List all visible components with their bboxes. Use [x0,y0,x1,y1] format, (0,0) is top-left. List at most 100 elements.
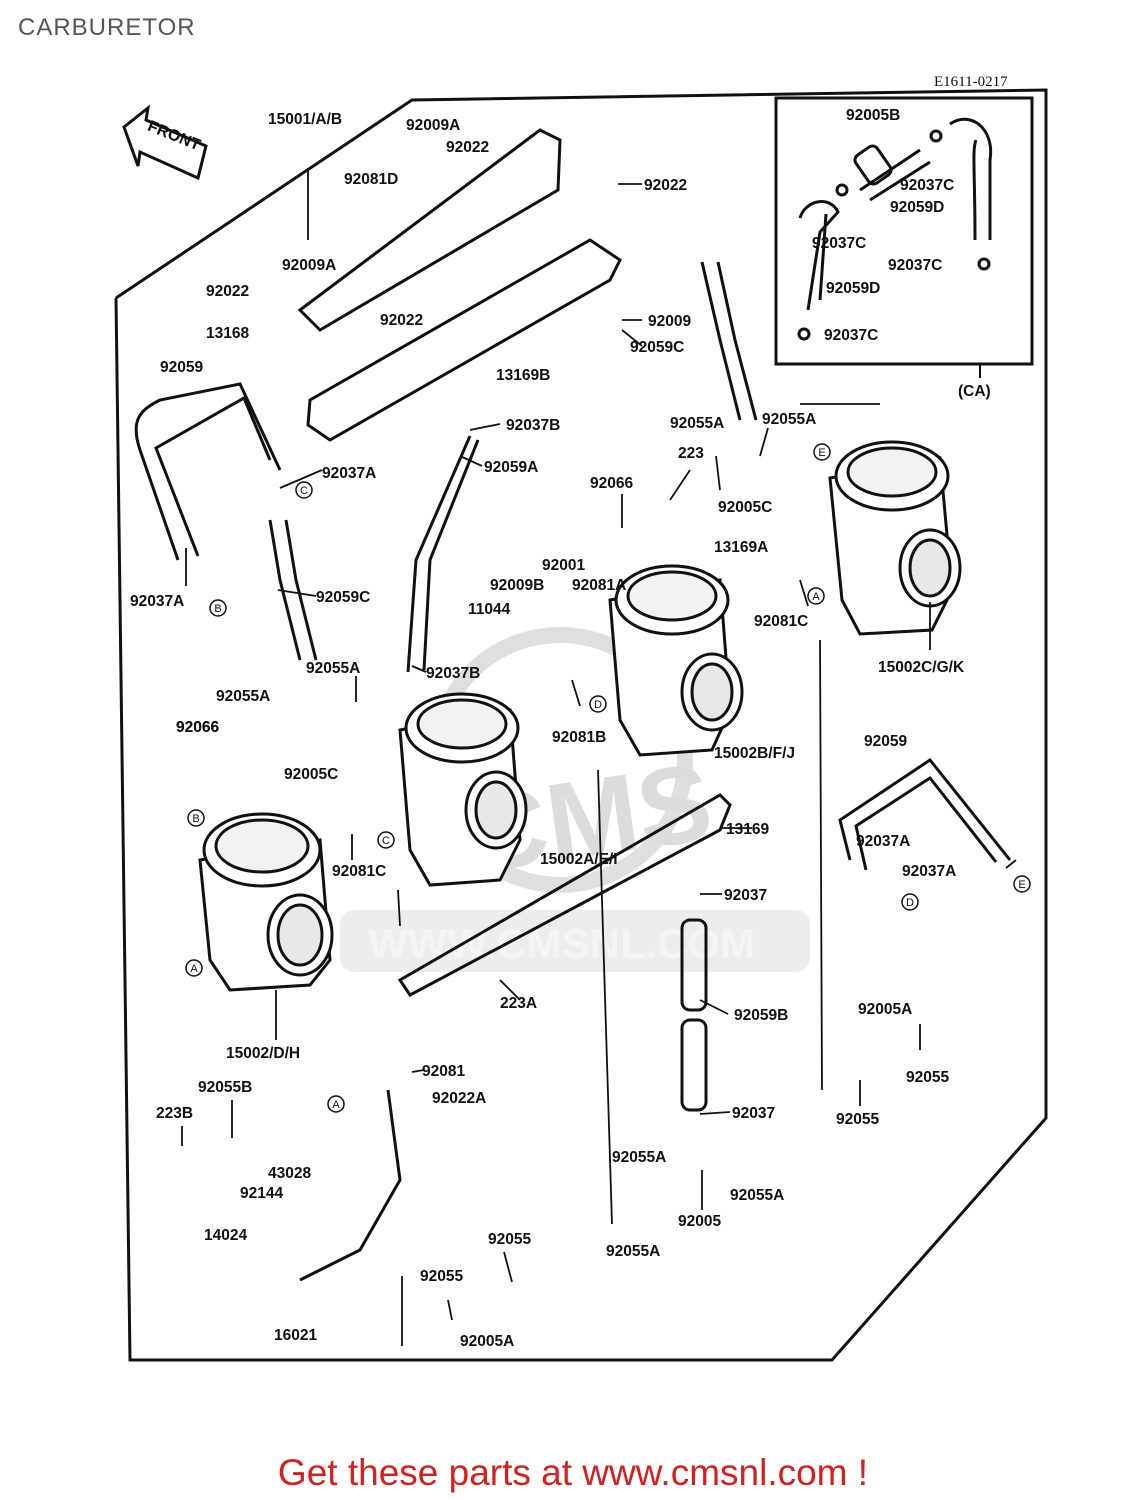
circle-marker-letter: A [812,591,820,603]
part-label: 92055A [612,1149,666,1166]
circle-marker: A [185,959,203,977]
part-label: 92055 [488,1231,531,1248]
circle-marker-letter: C [382,835,390,847]
inset-box [774,96,1034,366]
part-label: 92022A [432,1090,486,1107]
circle-marker-letter: B [192,813,199,825]
part-label: 14024 [204,1227,247,1244]
part-label: 43028 [268,1165,311,1182]
part-label: 92066 [176,719,219,736]
watermark: CMS WWW.CMSNL.COM [340,627,810,972]
cmsnl-parts-link[interactable]: Get these parts at www.cmsnl.com ! [277,1452,869,1493]
leader-lines [181,168,1017,1346]
mounting-brackets [297,128,732,997]
inset-label: (CA) [958,383,991,400]
part-label: 223B [156,1105,193,1122]
part-label: 92055A [306,660,360,677]
part-label: 11044 [468,601,511,618]
circle-marker: B [187,809,205,827]
page-title: CARBURETOR [18,14,196,41]
part-label: 92055A [670,415,724,432]
exploded-parts-diagram: CMS WWW.CMSNL.COM (CA) FRONT [114,88,1048,1362]
diagram-frame [114,88,1048,1362]
part-label: 92055A [216,688,270,705]
part-label: 92081C [754,613,808,630]
part-label: 92081B [552,729,606,746]
part-label: 92005A [460,1333,514,1350]
part-label: 92059D [890,199,944,216]
watermark-url: WWW.CMSNL.COM [368,920,755,967]
circle-marker-letter: A [190,963,198,975]
part-label: 92037 [732,1105,775,1122]
circle-marker-letter: A [332,1099,340,1111]
circle-marker: D [589,695,607,713]
part-label: 15002A/E/I [540,851,618,868]
part-label: 92022 [206,283,249,300]
part-label: 92022 [380,312,423,329]
part-label: 92081D [344,171,398,188]
part-label: 15001/A/B [268,111,342,128]
part-label: 92055 [420,1268,463,1285]
circle-marker-letter: D [906,897,914,909]
carburetor-4 [828,440,962,636]
part-label: 92081A [572,577,626,594]
part-label: 223 [678,445,704,462]
part-label: 16021 [274,1327,317,1344]
part-label: 15002/D/H [226,1045,300,1062]
part-label: 92005B [846,107,900,124]
part-label: 92066 [590,475,633,492]
hoses [134,261,1012,1282]
part-label: 92144 [240,1185,283,1202]
circle-marker: A [327,1095,345,1113]
part-label: 92037C [900,177,954,194]
part-label: 92055A [762,411,816,428]
diagram-code: E1611-0217 [934,74,1008,90]
part-label: 13168 [206,325,249,342]
part-label: 92022 [446,139,489,156]
part-label: 92059 [864,733,907,750]
part-label: 15002B/F/J [714,745,795,762]
part-label: 92059C [316,589,370,606]
part-label: 92005A [858,1001,912,1018]
part-label: 92055A [730,1187,784,1204]
carburetor-3 [608,564,744,757]
part-label: 92059A [484,459,538,476]
circle-marker: C [377,831,395,849]
part-label: 92066 [176,719,219,736]
part-label: 92037C [824,327,878,344]
circle-marker-letter: C [300,485,308,497]
part-label: 92081 [422,1063,465,1080]
part-label: 92037C [888,257,942,274]
part-label: 92055A [606,1243,660,1260]
part-label: 13169B [496,367,550,384]
circle-marker-letter: E [818,447,825,459]
part-label: 92037A [322,465,376,482]
part-label: 92037B [426,665,480,682]
part-label: 92005C [718,499,772,516]
part-label: 92037B [506,417,560,434]
circle-marker: E [813,443,831,461]
circle-marker-letter: B [214,603,221,615]
part-label: 92009A [406,117,460,134]
part-label: 92037C [812,235,866,252]
carburetor-2 [398,692,528,887]
part-label: 92055 [906,1069,949,1086]
part-label: 92081C [332,863,386,880]
part-label: 92005C [284,766,338,783]
part-label: 92005 [678,1213,721,1230]
circle-marker: D [901,893,919,911]
part-label: 223A [500,995,537,1012]
part-label: 92037A [902,863,956,880]
part-label: 92009 [648,313,691,330]
front-arrow: FRONT [122,104,208,181]
circle-marker: C [295,481,313,499]
part-label: 92059D [826,280,880,297]
part-label: 92037A [130,593,184,610]
circle-marker: A [807,587,825,605]
part-label: 92037 [724,887,767,904]
part-label: 92009B [490,577,544,594]
part-label: 15002C/G/K [878,659,965,676]
circle-marker: B [209,599,227,617]
